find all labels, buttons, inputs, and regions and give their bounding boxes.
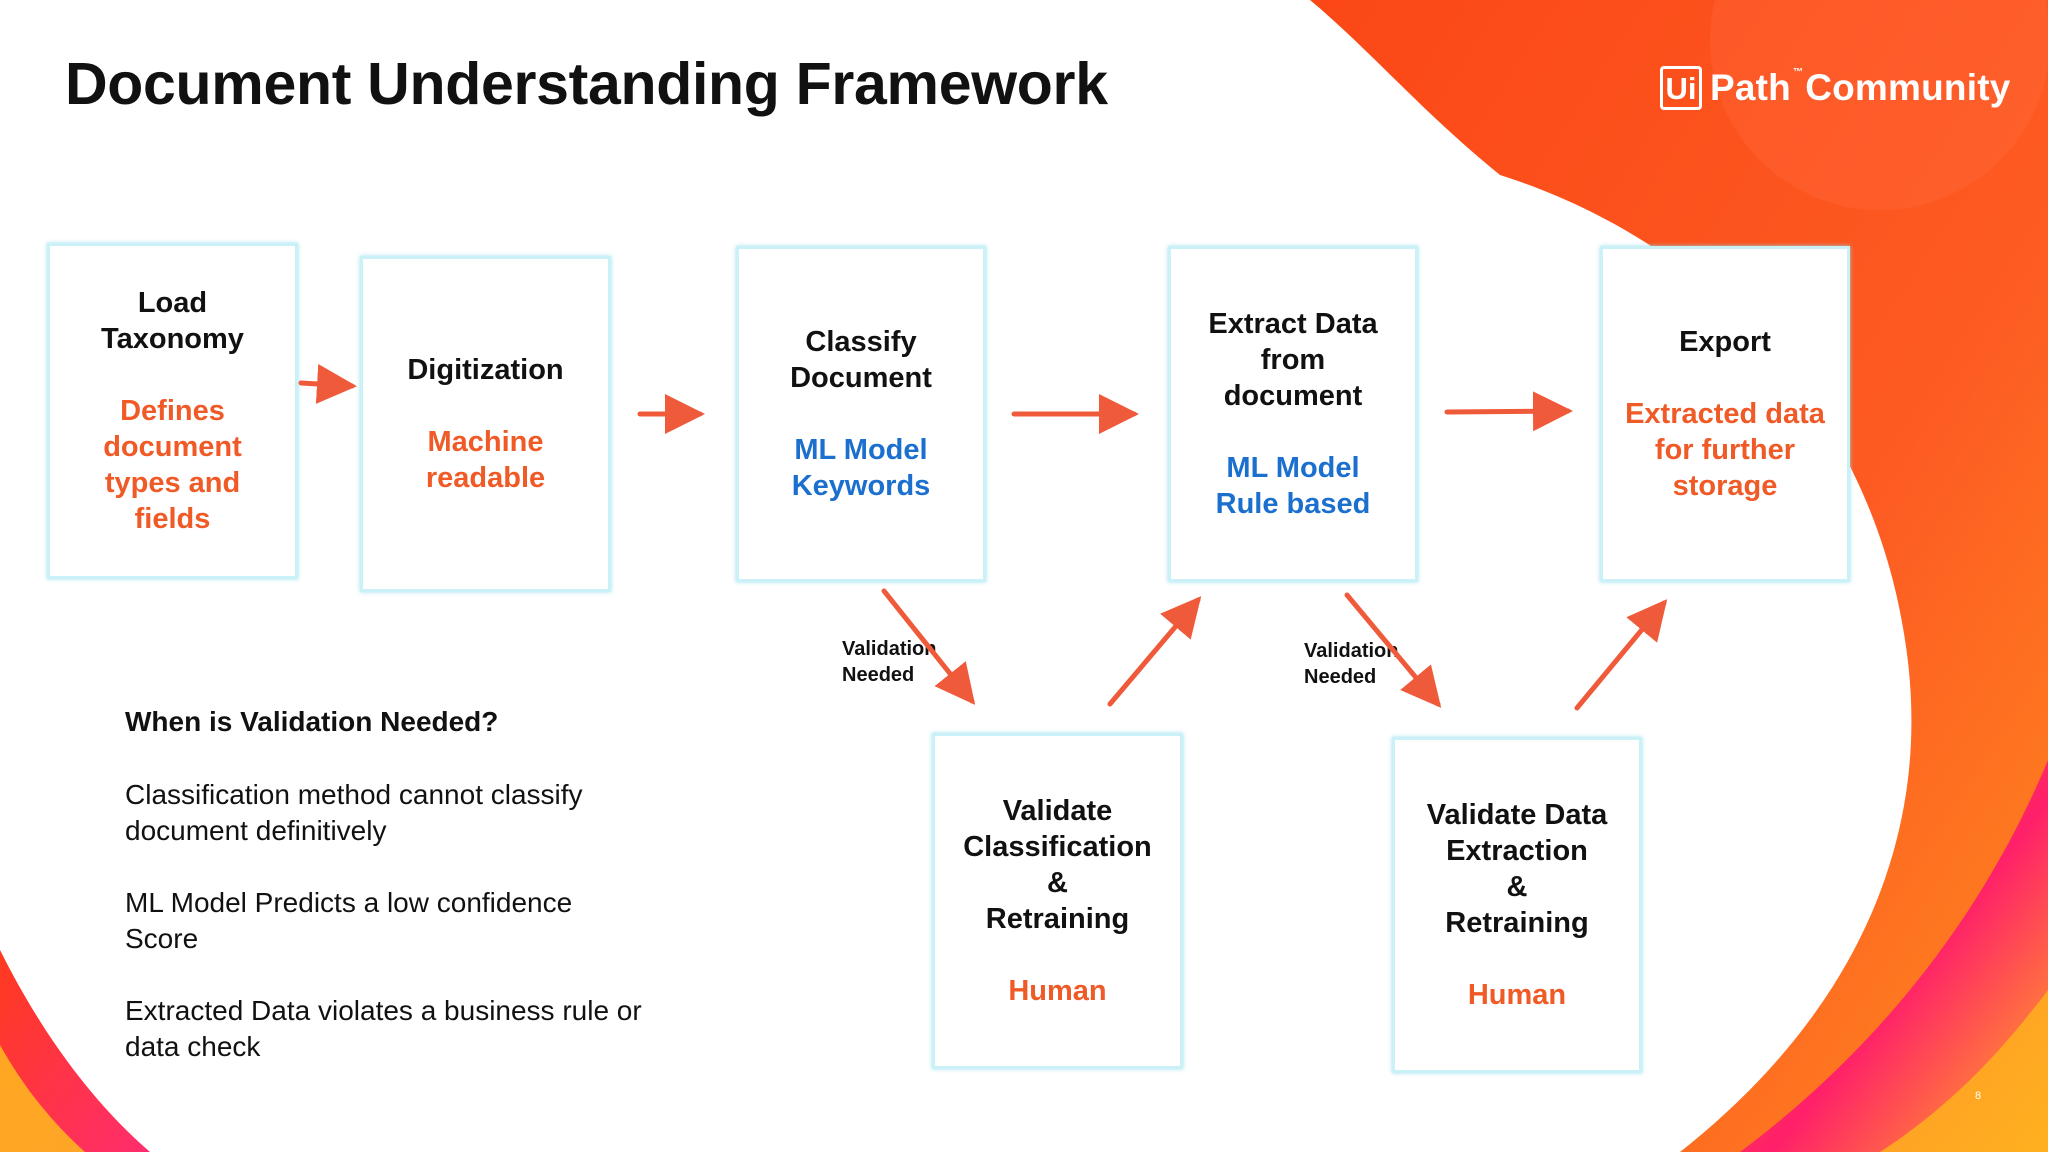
notes-line: Score (125, 923, 199, 954)
page-title: Document Understanding Framework (65, 51, 1108, 117)
box-heading-line: & (1506, 871, 1528, 903)
box-heading-line: Document (790, 362, 932, 394)
logo-suffix: Community (1805, 67, 2011, 108)
logo-tm: ™ (1792, 67, 1804, 78)
box-heading-line: Classification (963, 831, 1152, 863)
page-number: 8 (1975, 1090, 1982, 1102)
box-heading-line: Retraining (1445, 907, 1589, 939)
box-detail-line: types and (104, 467, 241, 499)
box-heading-line: Validate (1002, 795, 1113, 827)
box-heading-line: from (1260, 344, 1326, 376)
notes-title: When is Validation Needed? (125, 706, 499, 737)
box-detail-line: ML Model (794, 434, 928, 466)
logo-brand: Path (1710, 67, 1791, 108)
uipath-logo-icon: Ui (1660, 66, 1702, 110)
validation-label-line: Needed (842, 664, 915, 686)
box-detail-line: ML Model (1226, 452, 1360, 484)
box-heading-line: Classify (805, 326, 917, 358)
box-detail-line: Human (1467, 979, 1567, 1011)
box-heading-line: Extract Data (1208, 308, 1378, 340)
box-heading-line: Taxonomy (101, 323, 244, 355)
box-heading-line: document (1223, 380, 1363, 412)
box-heading-line: Validate Data (1426, 799, 1608, 831)
box-heading-line: Digitization (407, 354, 564, 386)
box-heading-line: & (1047, 867, 1068, 899)
notes-line: ML Model Predicts a low confidence (125, 887, 573, 918)
notes-item: Classification method cannot classify doc… (125, 777, 745, 849)
box-detail-line: Keywords (791, 470, 931, 502)
notes-line: document definitively (125, 815, 387, 846)
box-export: Export Extracted data for further storage (1600, 246, 1850, 582)
box-heading-line: Extraction (1446, 835, 1588, 867)
box-detail-line: Extracted data (1625, 398, 1825, 430)
box-detail-line: Human (1008, 975, 1107, 1007)
notes-line: data check (125, 1031, 261, 1062)
validation-label-line: Needed (1304, 666, 1377, 688)
box-heading-line: Export (1679, 326, 1771, 358)
notes-line: Classification method cannot classify (125, 779, 583, 810)
box-detail-line: readable (425, 462, 546, 494)
box-digitization: Digitization Machine readable (360, 256, 611, 592)
notes-item: Extracted Data violates a business rule … (125, 993, 745, 1065)
notes-line: Extracted Data violates a business rule … (125, 995, 642, 1026)
box-detail-line: fields (134, 503, 211, 535)
box-detail-line: Machine (427, 426, 544, 458)
box-detail-line: Defines (120, 395, 225, 427)
box-heading-line: Load (137, 287, 208, 319)
box-detail-line: Rule based (1215, 488, 1371, 520)
validation-label-line: Validation (1304, 640, 1399, 662)
box-heading-line: Retraining (985, 903, 1130, 935)
validation-notes: When is Validation Needed? Classificatio… (125, 704, 745, 1101)
box-detail-line: document (103, 431, 242, 463)
validation-label-line: Validation (842, 638, 937, 660)
box-detail-line: for further (1654, 434, 1796, 466)
box-detail-line: storage (1672, 470, 1778, 502)
